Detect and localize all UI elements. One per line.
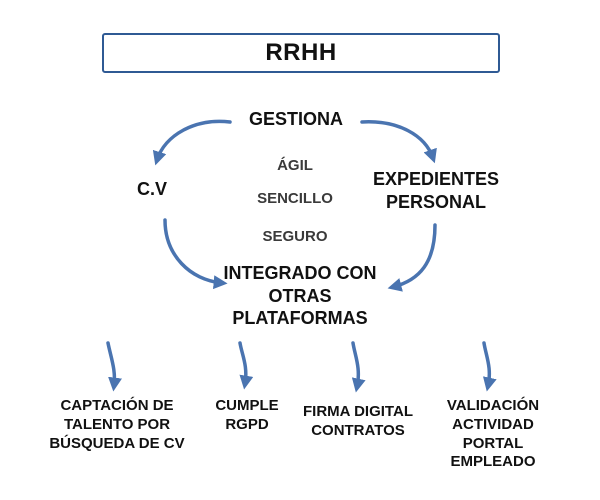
- node-cv: C.V: [136, 179, 167, 199]
- arrow-down-1: [106, 341, 122, 392]
- arrow-gestiona-to-expedientes: [360, 120, 437, 164]
- center-item-seguro: SEGURO: [262, 228, 328, 245]
- arrow-gestiona-to-cv: [152, 119, 232, 166]
- center-item-agil: ÁGIL: [277, 157, 313, 174]
- arrow-down-3: [351, 341, 366, 393]
- center-item-sencillo: SENCILLO: [257, 190, 333, 207]
- title: RRHH: [265, 39, 337, 66]
- arrow-cv-to-integrado: [163, 218, 228, 290]
- arrow-expedientes-to-integrado: [387, 223, 437, 292]
- bottom-item-validacion: VALIDACIÓN ACTIVIDAD PORTAL EMPLEADO: [446, 397, 540, 471]
- node-gestiona: GESTIONA: [248, 109, 343, 129]
- bottom-item-firma: FIRMA DIGITAL CONTRATOS: [303, 403, 413, 439]
- arrow-down-2: [238, 341, 254, 390]
- bottom-item-rgpd: CUMPLE RGPD: [215, 397, 279, 433]
- title-box: RRHH: [102, 33, 500, 73]
- bottom-item-captacion: CAPTACIÓN DE TALENTO POR BÚSQUEDA DE CV: [49, 397, 185, 452]
- arrow-down-4: [482, 341, 497, 392]
- node-expedientes: EXPEDIENTES PERSONAL: [372, 169, 500, 212]
- node-integrado: INTEGRADO CON OTRAS PLATAFORMAS: [223, 263, 377, 328]
